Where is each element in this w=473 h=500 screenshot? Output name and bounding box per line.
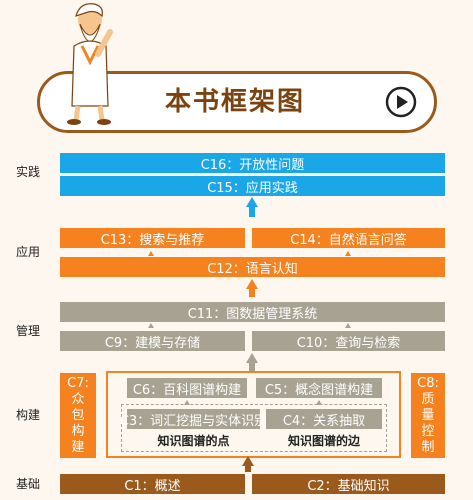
arrow-stem [249, 289, 255, 297]
play-circle-icon[interactable] [385, 86, 417, 118]
box-c11: C11：图数据管理系统 [60, 302, 445, 322]
inner-dashed-frame [121, 404, 387, 452]
small-arrow-icon [345, 251, 351, 256]
box-c5: C5：概念图谱构建 [256, 378, 382, 398]
arrow-stem [249, 207, 255, 217]
box-c9: C9：建模与存储 [60, 331, 245, 351]
caption-points: 知识图谱的点 [157, 434, 230, 448]
box-c2: C2：基础知识 [252, 474, 445, 494]
box-c15: C15：应用实践 [60, 176, 445, 196]
arrow-stem [245, 466, 251, 472]
layer-label-foundation: 基础 [15, 477, 40, 491]
box-c16: C16：开放性问题 [60, 153, 445, 173]
arrow-up-icon [246, 353, 258, 363]
box-c1: C1：概述 [60, 474, 245, 494]
box-c8: C8: 质 量 控 制 [411, 373, 445, 458]
c7-char: 建 [71, 439, 85, 455]
arrow-up-icon [246, 279, 258, 289]
layer-label-application: 应用 [15, 245, 40, 259]
c8-char: 质 [421, 391, 435, 407]
small-arrow-icon [148, 323, 154, 328]
c8-char: 控 [421, 423, 435, 439]
c8-code: C8: [417, 375, 439, 391]
c8-char: 量 [421, 407, 435, 423]
c7-char: 构 [71, 423, 85, 439]
small-arrow-icon [184, 400, 190, 405]
caption-edges: 知识图谱的边 [287, 434, 360, 448]
mascot-figure [67, 3, 113, 125]
box-c6: C6：百科图谱构建 [127, 378, 247, 398]
small-arrow-icon [316, 400, 322, 405]
box-c4: C4：关系抽取 [266, 409, 382, 429]
arrow-up-icon [246, 197, 258, 207]
layer-label-practice: 实践 [15, 165, 40, 179]
page-title: 本书框架图 [164, 87, 305, 117]
box-c12: C12：语言认知 [60, 257, 445, 277]
small-arrow-icon [148, 251, 154, 256]
box-c7: C7: 众 包 构 建 [60, 373, 96, 458]
box-c10: C10：查询与检索 [252, 331, 445, 351]
layer-label-management: 管理 [15, 324, 40, 338]
box-c13: C13：搜索与推荐 [60, 228, 245, 248]
c7-char: 包 [71, 407, 85, 423]
layer-label-construction: 构建 [15, 408, 40, 422]
c8-char: 制 [421, 439, 435, 455]
arrow-stem [249, 363, 255, 371]
c7-code: C7: [67, 375, 89, 391]
c7-char: 众 [71, 391, 85, 407]
box-c14: C14：自然语言问答 [252, 228, 445, 248]
small-arrow-icon [345, 323, 351, 328]
box-c3: C3：词汇挖掘与实体识别 [120, 409, 267, 429]
arrow-up-icon [242, 456, 254, 466]
